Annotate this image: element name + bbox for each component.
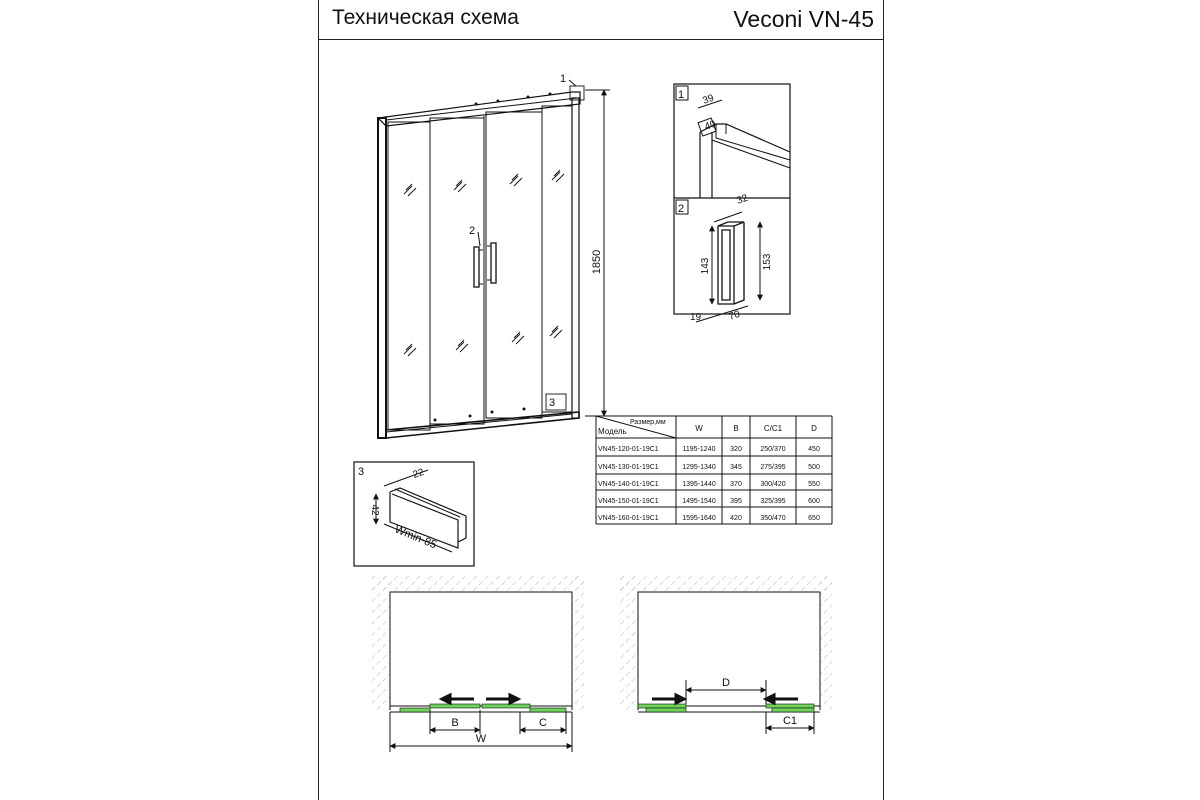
page-title: Техническая схема xyxy=(332,6,519,29)
table-cell-w: 1195-1240 xyxy=(683,446,716,453)
table-cell-d: 450 xyxy=(808,446,820,453)
detail-1-label: 1 xyxy=(678,89,684,101)
table-cell-d: 650 xyxy=(808,515,820,522)
table-cell-model: VN45-120-01-19C1 xyxy=(598,446,659,453)
title-bar: Техническая схема Veconi VN-45 xyxy=(318,0,884,40)
table-cell-model: VN45-160-01-19C1 xyxy=(598,515,659,522)
plan-left-label-c: C xyxy=(539,717,547,729)
table-header-c: C/C1 xyxy=(764,424,783,433)
table-cell-c: 325/395 xyxy=(760,498,785,505)
detail-1-dim-a: 39 xyxy=(701,93,716,107)
callout-3: 3 xyxy=(549,397,555,409)
drawing-sheet xyxy=(318,0,884,800)
table-cell-model: VN45-130-01-19C1 xyxy=(598,464,659,471)
table-corner-bottom: Модель xyxy=(598,427,627,436)
plan-right-label-c1: C1 xyxy=(783,715,797,727)
table-cell-w: 1595-1640 xyxy=(682,515,716,522)
table-cell-b: 320 xyxy=(730,446,742,453)
table-cell-c: 250/370 xyxy=(760,446,785,453)
plan-left-label-b: B xyxy=(451,717,458,729)
detail-2-dim-bottom-a: 19 xyxy=(690,312,702,323)
main-door-elevation: 1850 1 2 3 xyxy=(376,73,610,439)
plan-left: B C W xyxy=(372,576,584,752)
plan-right-label-d: D xyxy=(722,677,730,689)
detail-3-dim-width: 22 xyxy=(412,467,426,481)
callout-2: 2 xyxy=(469,225,475,237)
table-cell-model: VN45-140-01-19C1 xyxy=(598,481,659,488)
detail-2-dim-outer-height: 153 xyxy=(762,253,773,270)
detail-2-label: 2 xyxy=(678,203,684,215)
height-dimension: 1850 xyxy=(591,250,603,274)
plan-right: D C1 xyxy=(620,576,832,734)
size-table: Размер,мм Модель W B C/C1 D VN45-120-01-… xyxy=(595,415,833,525)
detail-3-dim-length: Wmin-85 xyxy=(393,524,438,552)
table-cell-b: 345 xyxy=(730,464,742,471)
table-header-b: B xyxy=(733,424,738,433)
detail-2-dim-bottom-b: 70 xyxy=(728,309,742,323)
table-cell-d: 500 xyxy=(808,464,820,471)
table-cell-w: 1495-1540 xyxy=(682,498,716,505)
table-cell-b: 420 xyxy=(730,515,742,522)
table-cell-c: 275/395 xyxy=(760,464,785,471)
table-cell-c: 350/470 xyxy=(760,515,785,522)
detail-3-dim-height: 42 xyxy=(369,504,380,516)
table-cell-d: 600 xyxy=(808,498,820,505)
table-cell-model: VN45-150-01-19C1 xyxy=(598,498,659,505)
detail-3: 3 22 42 Wmin-85 xyxy=(353,461,475,567)
detail-panel: 1 39 40 2 32 143 153 19 70 xyxy=(673,83,791,323)
detail-2-dim-inner-height: 143 xyxy=(700,257,711,274)
table-cell-b: 395 xyxy=(730,498,742,505)
table-corner-top: Размер,мм xyxy=(630,419,666,426)
detail-1-dim-b: 40 xyxy=(703,119,718,133)
plan-left-label-w: W xyxy=(476,733,487,745)
callout-1: 1 xyxy=(560,73,566,85)
table-header-d: D xyxy=(811,424,817,433)
table-header-w: W xyxy=(695,424,703,433)
table-cell-d: 550 xyxy=(808,481,820,488)
table-cell-w: 1295-1340 xyxy=(682,464,716,471)
model-name: Veconi VN-45 xyxy=(733,6,874,32)
table-cell-w: 1395-1440 xyxy=(682,481,716,488)
detail-2-dim-top: 32 xyxy=(735,193,750,207)
detail-3-label: 3 xyxy=(358,466,364,478)
table-cell-b: 370 xyxy=(730,481,742,488)
table-cell-c: 300/420 xyxy=(760,481,785,488)
